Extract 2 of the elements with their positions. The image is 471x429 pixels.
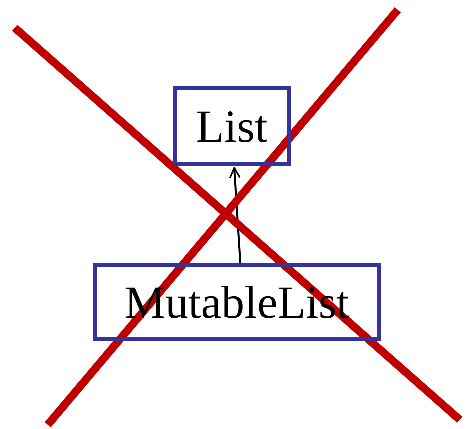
class-box (173, 86, 291, 166)
class-name: List (196, 100, 268, 152)
